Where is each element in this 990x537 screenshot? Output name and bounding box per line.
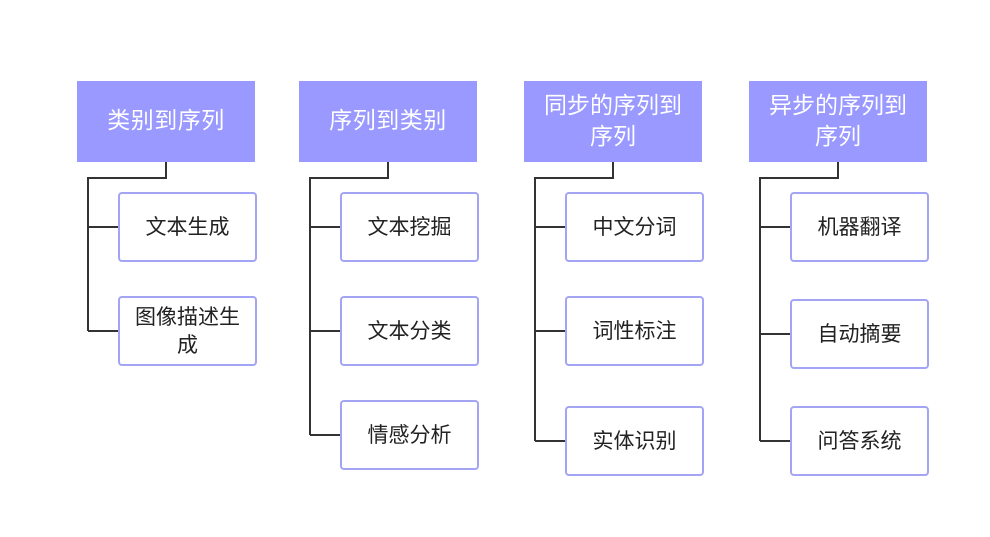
leaf-question-answering: 问答系统 <box>790 406 929 476</box>
connector-col3-trunk <box>534 162 614 441</box>
leaf-sentiment-analysis: 情感分析 <box>340 400 479 470</box>
leaf-machine-translation: 机器翻译 <box>790 192 929 262</box>
leaf-text-mining: 文本挖掘 <box>340 192 479 262</box>
connector-col2-trunk <box>309 162 389 435</box>
header-sequence-to-class: 序列到类别 <box>299 81 477 162</box>
leaf-image-caption-generation: 图像描述生成 <box>118 296 257 366</box>
header-asynchronous-seq2seq: 异步的序列到序列 <box>749 81 927 162</box>
leaf-pos-tagging: 词性标注 <box>565 296 704 366</box>
connector-col4-trunk <box>759 162 839 441</box>
leaf-text-generation: 文本生成 <box>118 192 257 262</box>
connector-col1-trunk <box>87 162 167 331</box>
leaf-chinese-word-segmentation: 中文分词 <box>565 192 704 262</box>
header-class-to-sequence: 类别到序列 <box>77 81 255 162</box>
leaf-text-classification: 文本分类 <box>340 296 479 366</box>
header-synchronous-seq2seq: 同步的序列到序列 <box>524 81 702 162</box>
leaf-entity-recognition: 实体识别 <box>565 406 704 476</box>
leaf-auto-summarization: 自动摘要 <box>790 299 929 369</box>
